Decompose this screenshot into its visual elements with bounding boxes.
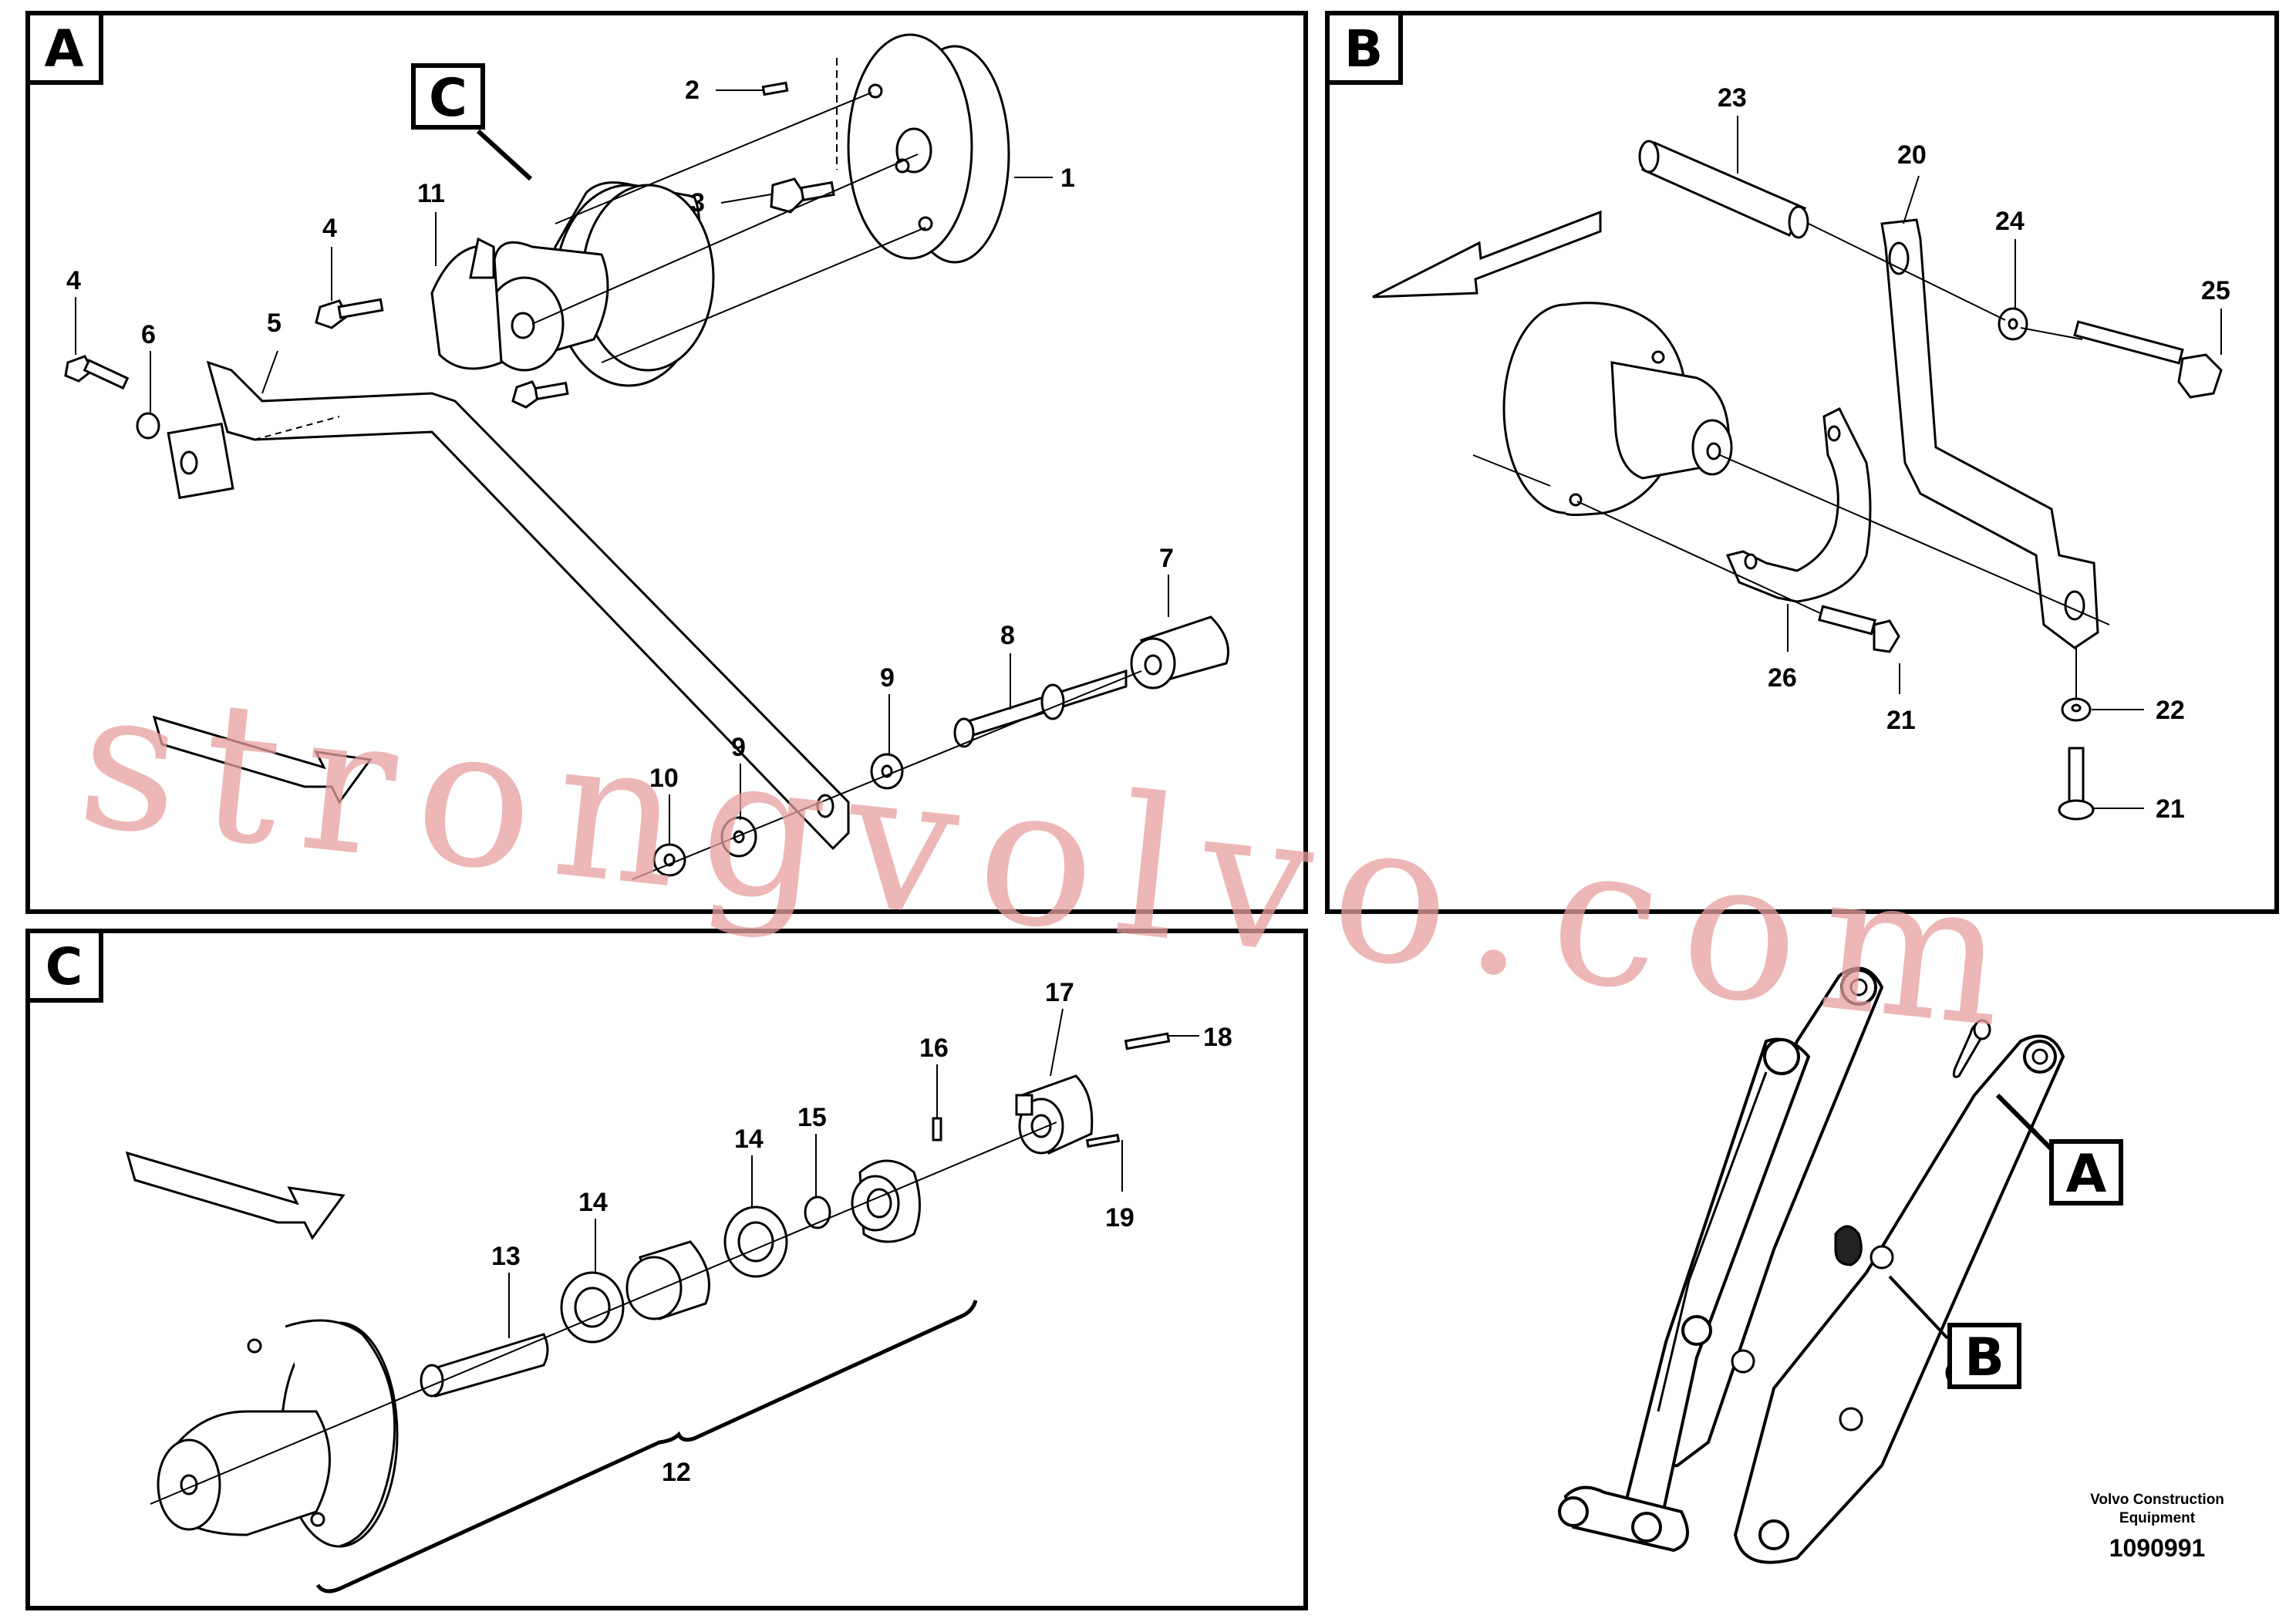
footer: Volvo Construction Equipment 1090991 [2090, 1492, 2224, 1562]
callout: 7 [1159, 544, 1174, 573]
panel-c-drawing [125, 1032, 1171, 1593]
callout: 8 [1000, 621, 1015, 650]
svg-text:A: A [2066, 1144, 2107, 1205]
direction-arrow-a [152, 715, 373, 804]
shaft-parts-a [632, 615, 1229, 880]
callout: 14 [578, 1188, 608, 1217]
assembly-lines-a [531, 92, 926, 363]
machine-overview [1558, 966, 2065, 1564]
drawing-number: 1090991 [2109, 1534, 2206, 1562]
callout: 23 [1718, 83, 1747, 113]
callout: 17 [1045, 978, 1074, 1007]
assembly-bracket-12 [315, 1300, 978, 1593]
detail-b-reference: B [1888, 1275, 2021, 1389]
svg-text:C: C [429, 68, 467, 129]
callout: 21 [2156, 794, 2185, 824]
assembly-lines-b [1472, 223, 2110, 698]
callout: 19 [1105, 1203, 1135, 1233]
callout: 6 [141, 320, 156, 349]
detail-c-reference: C [411, 63, 533, 181]
footer-line-1: Volvo Construction [2090, 1492, 2224, 1508]
plate-part [1725, 406, 1872, 603]
panel-a-frame [25, 11, 1308, 914]
callout: 11 [417, 179, 445, 208]
callout: 20 [1897, 140, 1927, 170]
callout: 4 [322, 214, 337, 243]
arm-part [1880, 218, 2099, 649]
panel-b-drawing [1372, 140, 2223, 821]
direction-arrow-b [1372, 210, 1602, 298]
fasteners-b [1818, 307, 2223, 821]
pin-part [1638, 140, 1809, 239]
callout: 5 [267, 309, 282, 338]
svg-text:A: A [44, 19, 83, 79]
hub-part-b [1502, 302, 1733, 516]
hub-assembly [430, 181, 715, 387]
callout: 25 [2201, 276, 2230, 305]
svg-text:B: B [1344, 19, 1383, 79]
callout: 9 [731, 733, 746, 762]
sensor-part [932, 1032, 1171, 1155]
bracket-part [167, 360, 850, 851]
panel-b-label: B [1325, 11, 1403, 85]
callout: 9 [880, 663, 895, 693]
callout: 4 [66, 266, 81, 295]
panel-a-label: A [25, 11, 103, 85]
panel-c-label: C [25, 929, 103, 1003]
callouts-b: 20 21 21 22 23 24 25 26 [1718, 83, 2230, 824]
direction-arrow-c [125, 1151, 346, 1240]
callout: 18 [1203, 1023, 1232, 1052]
callout: 1 [1060, 164, 1075, 193]
footer-line-2: Equipment [2119, 1510, 2196, 1526]
callout: 13 [491, 1242, 521, 1271]
callouts-c: 12 13 14 14 15 16 17 18 19 [491, 978, 1232, 1487]
callout: 2 [685, 76, 700, 105]
callout: 12 [662, 1458, 691, 1487]
callout: 15 [797, 1103, 827, 1132]
panel-c-frame [25, 929, 1308, 1610]
callout: 3 [690, 188, 705, 218]
hub-part-c [157, 1319, 399, 1548]
svg-text:B: B [1964, 1327, 2004, 1388]
panel-b-frame [1325, 11, 2279, 914]
callout: 22 [2156, 696, 2185, 725]
callout: 26 [1768, 663, 1797, 693]
callout: 14 [734, 1125, 764, 1154]
callout: 24 [1995, 207, 2025, 236]
fasteners-a [64, 58, 838, 440]
bearings-c [560, 1159, 921, 1344]
callouts-a: 1 2 3 4 4 5 6 7 8 9 9 10 11 [66, 76, 1174, 845]
callout: 21 [1886, 706, 1916, 735]
detail-a-reference: A [1995, 1093, 2123, 1206]
callout: 16 [919, 1034, 949, 1063]
callout: 10 [649, 764, 679, 793]
disc-part [847, 33, 1010, 264]
svg-text:C: C [46, 937, 83, 996]
panel-a-drawing: C [64, 33, 1229, 880]
